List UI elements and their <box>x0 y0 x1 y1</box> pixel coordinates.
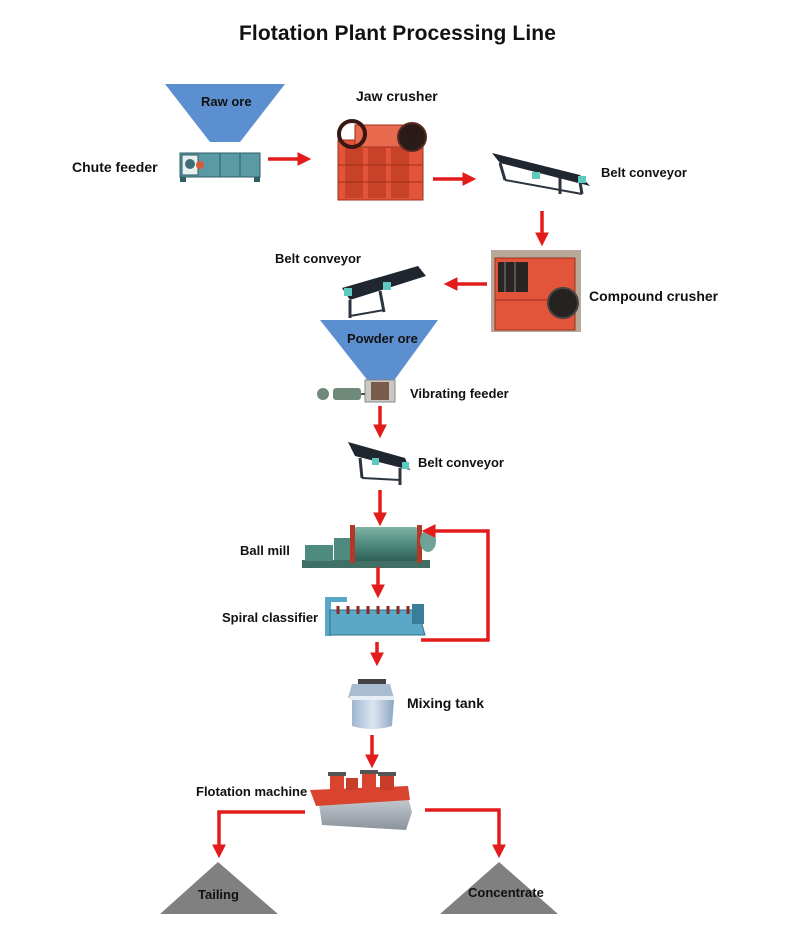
recycle-arrow <box>421 524 490 642</box>
jaw-crusher-icon <box>337 119 427 201</box>
ball-mill-icon <box>302 525 436 568</box>
pile-icon <box>440 862 558 914</box>
mixing-tank-icon <box>348 679 394 729</box>
diagram-title: Flotation Plant Processing Line <box>239 22 556 45</box>
spiral-classifier-label: Spiral classifier <box>222 610 319 625</box>
chute-feeder-icon <box>179 152 261 182</box>
flotation-machine-icon <box>310 770 412 830</box>
compound-crusher-icon <box>491 250 581 332</box>
vibrating-feeder-icon <box>317 379 396 403</box>
raw-ore-hopper <box>165 84 285 142</box>
tailing-pile <box>160 862 278 914</box>
powder-ore-label: Powder ore <box>347 331 418 346</box>
spiral-classifier-icon <box>325 597 426 636</box>
jaw-crusher-label: Jaw crusher <box>356 88 438 104</box>
hopper-icon <box>320 320 438 386</box>
powder-ore-hopper <box>320 320 438 386</box>
belt-conveyor-icon <box>342 266 426 318</box>
mixing-tank-label: Mixing tank <box>407 695 485 711</box>
belt-conveyor-label: Belt conveyor <box>418 455 504 470</box>
raw-ore-label: Raw ore <box>201 94 252 109</box>
hopper-icon <box>165 84 285 142</box>
tailing-label: Tailing <box>198 887 239 902</box>
belt-conveyor-icon <box>348 442 410 485</box>
vibrating-feeder-label: Vibrating feeder <box>410 386 509 401</box>
belt-conveyor-label: Belt conveyor <box>601 165 687 180</box>
compound-crusher-label: Compound crusher <box>589 288 719 304</box>
tailing-arrow <box>212 810 305 859</box>
concentrate-label: Concentrate <box>468 885 544 900</box>
belt-conveyor-label: Belt conveyor <box>275 251 361 266</box>
flotation-machine-label: Flotation machine <box>196 784 308 799</box>
concentrate-pile <box>440 862 558 914</box>
concentrate-arrow <box>425 808 506 859</box>
chute-feeder-label: Chute feeder <box>72 159 158 175</box>
pile-icon <box>160 862 278 914</box>
belt-conveyor-icon <box>492 153 590 195</box>
ball-mill-label: Ball mill <box>240 543 290 558</box>
